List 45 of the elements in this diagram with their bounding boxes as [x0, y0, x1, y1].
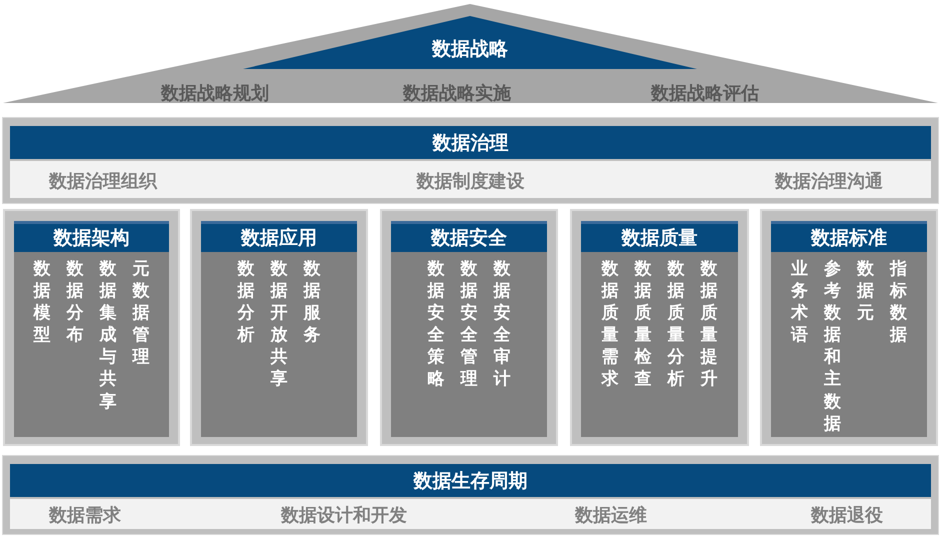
vertical-item: 参考数据和主数据 [824, 258, 841, 435]
pillar-title: 数据安全 [391, 221, 547, 252]
pillar-panel [760, 209, 938, 446]
layer-item: 数据治理沟通 [775, 170, 883, 192]
layer-title: 数据治理 [10, 126, 931, 159]
vertical-item: 数据质量检查 [634, 258, 652, 391]
layer-item: 数据运维 [575, 504, 647, 527]
layer-title: 数据战略 [432, 37, 508, 62]
vertical-item: 数据开放共享 [270, 258, 288, 391]
layer-item: 数据退役 [811, 504, 883, 527]
vertical-item: 数据分布 [66, 258, 84, 346]
vertical-item: 数据安全策略 [428, 258, 444, 391]
pillar-title: 数据标准 [771, 221, 927, 252]
layer-item: 数据设计和开发 [281, 504, 407, 527]
vertical-item: 数据质量分析 [668, 258, 684, 391]
vertical-item: 数据元 [857, 258, 874, 324]
vertical-item: 数据服务 [304, 258, 320, 346]
pillar-title: 数据质量 [581, 221, 738, 252]
roof-peak-triangle [243, 16, 697, 69]
layer-item: 数据制度建设 [416, 170, 524, 192]
strategy-item: 数据战略评估 [651, 82, 759, 105]
pillar-panel [380, 209, 558, 446]
strategy-item: 数据战略实施 [403, 82, 511, 105]
vertical-item: 业务术语 [791, 258, 808, 346]
vertical-item: 数据安全管理 [460, 258, 478, 391]
pillar-title: 数据应用 [201, 221, 357, 252]
vertical-item: 数据质量需求 [602, 258, 618, 391]
vertical-item: 数据分析 [238, 258, 254, 346]
layer-item: 数据需求 [49, 504, 121, 527]
vertical-item: 数据模型 [34, 258, 50, 346]
pillar-panel [3, 209, 180, 446]
pillar-panel [570, 209, 749, 446]
layer-band [2, 117, 939, 204]
vertical-item: 数据集成与共享 [100, 258, 116, 413]
pillar-title: 数据架构 [14, 221, 169, 252]
vertical-item: 数据安全审计 [494, 258, 510, 391]
layer-band [2, 455, 939, 535]
vertical-item: 指标数据 [890, 258, 907, 346]
pillar-panel [190, 209, 368, 446]
layer-item: 数据治理组织 [49, 170, 157, 192]
roof-shape [3, 4, 938, 104]
strategy-item: 数据战略规划 [161, 82, 269, 105]
vertical-item: 数据质量提升 [700, 258, 718, 391]
layer-title: 数据生存周期 [10, 464, 931, 497]
vertical-item: 元数据管理 [132, 258, 150, 368]
